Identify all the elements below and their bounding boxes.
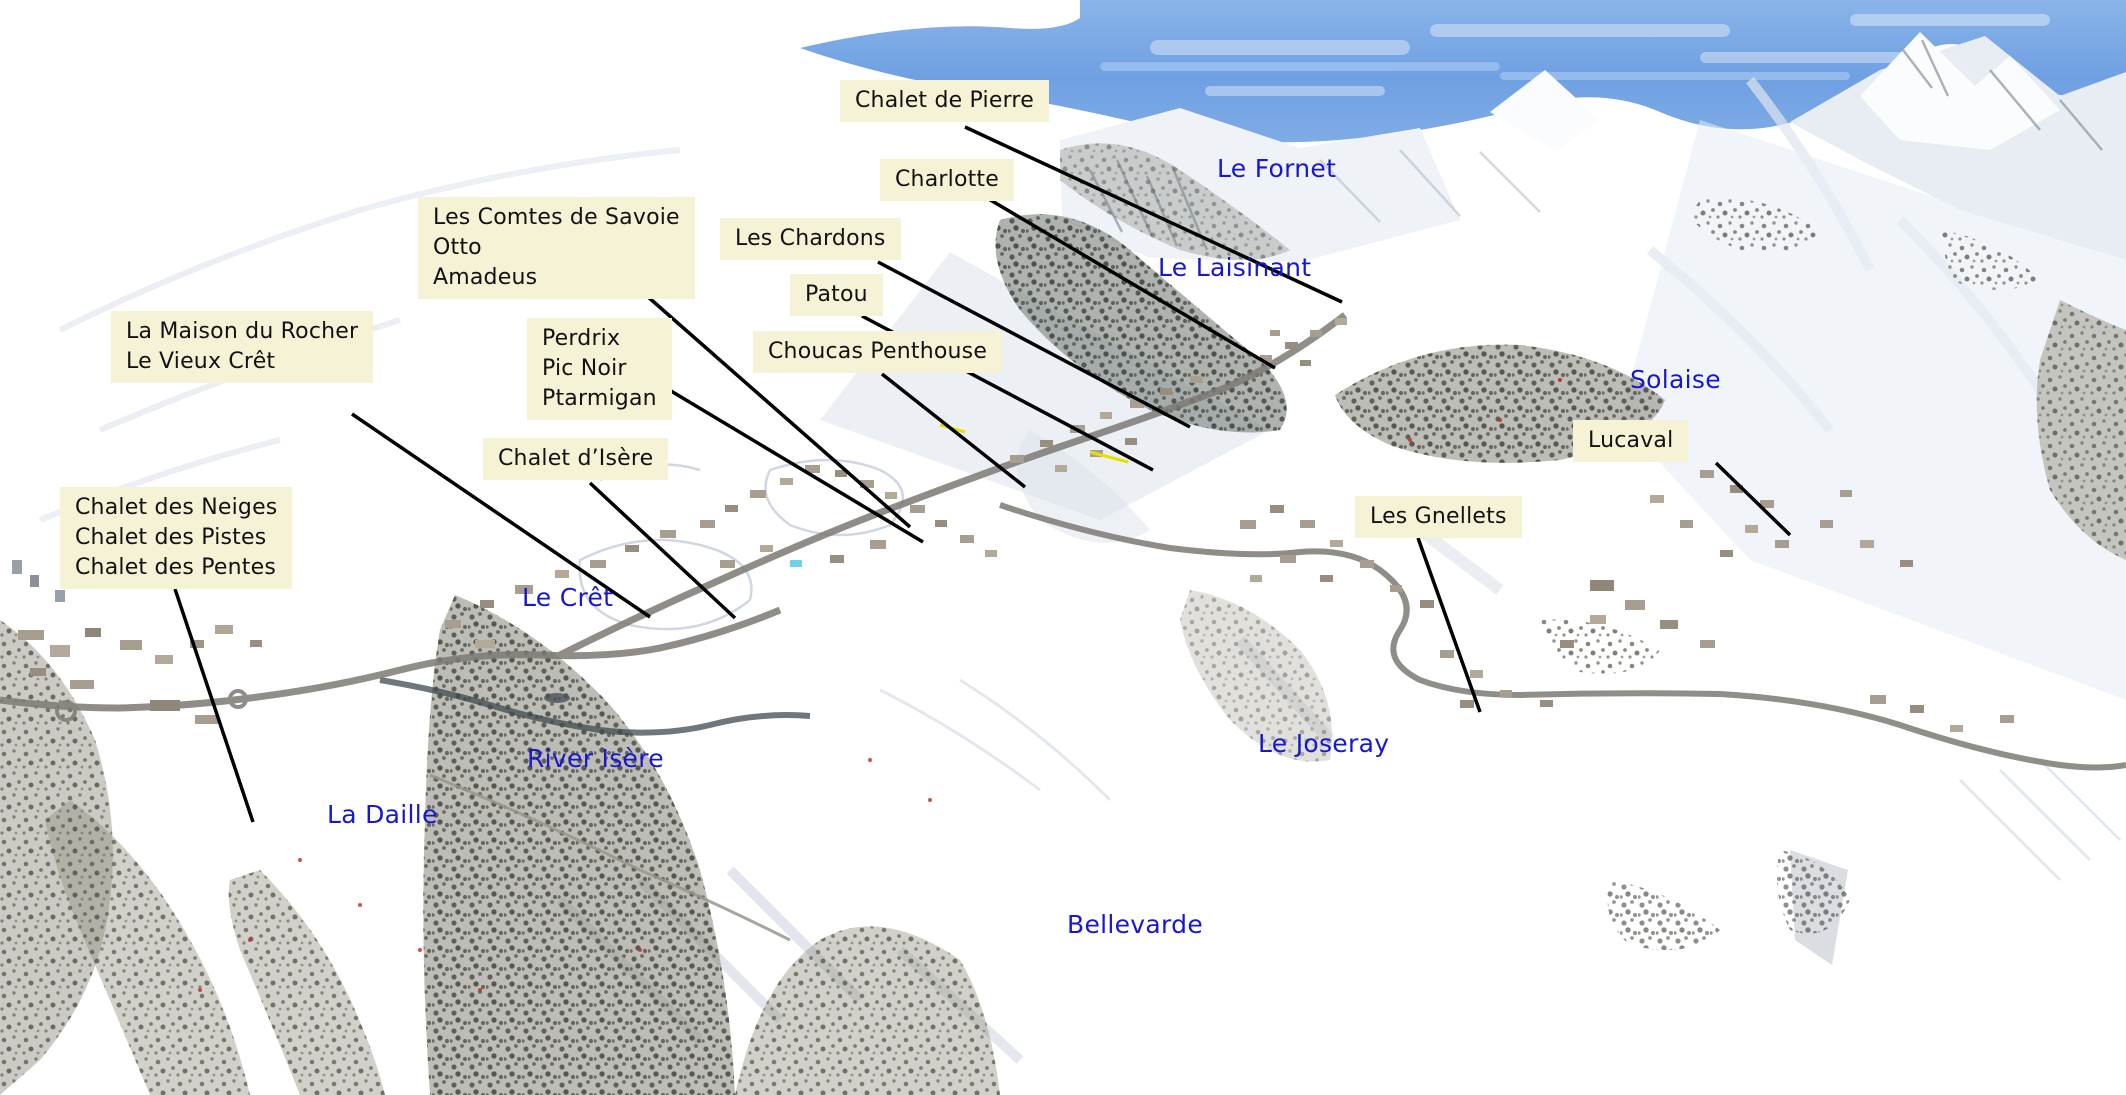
buildings-village-center [700,465,997,568]
place-label-le-joseray: Le Joseray [1258,729,1390,758]
roads [0,312,2126,942]
buildings-joseray [1240,505,1512,708]
forest-fornet-upper [1060,143,1290,260]
lift-track [429,773,791,942]
rock-ridges-light [1319,149,1541,223]
piste-tracks [879,678,2122,882]
forest-patches-right [1540,198,2040,950]
forest-mid-right [1180,590,1332,762]
leader-line-chalet-d-isere [588,481,737,620]
roundabout [228,689,248,709]
skier-dots [198,378,1562,992]
leader-line-perdrix [665,386,924,544]
buildings-laisinant [1260,318,1347,366]
forest-center-bottom [735,926,1000,1095]
property-label-choucas-penthouse: Choucas Penthouse [753,331,1003,373]
place-label-bellevarde: Bellevarde [1067,910,1204,939]
forest-diagonal-2 [228,870,385,1095]
leader-line-les-gnellets [1416,537,1482,713]
leader-line-chalet-des-neiges [173,588,255,823]
river-isere-water [379,677,811,736]
forest-right-band [2036,300,2126,560]
property-label-chalet-des-neiges: Chalet des Neiges Chalet des Pistes Chal… [60,487,293,589]
valley-road [0,606,782,712]
buildings-lower-right [1500,690,2014,732]
sky [800,0,2126,143]
pond [544,693,570,703]
cloud-streaks [1150,14,2050,96]
property-label-la-maison-du-rocher: La Maison du Rocher Le Vieux Crêt [111,311,374,383]
property-label-lucaval: Lucaval [1573,420,1689,462]
property-label-perdrix: Perdrix Pic Noir Ptarmigan [527,318,672,420]
property-label-les-comtes-de-savoie: Les Comtes de Savoie Otto Amadeus [418,197,695,299]
sky-streaks [1100,62,1850,80]
leader-line-lucaval [1714,461,1792,537]
leader-line-charlotte [986,196,1276,370]
property-label-les-gnellets: Les Gnellets [1355,496,1522,538]
leader-line-les-chardons [877,260,1191,429]
property-label-les-chardons: Les Chardons [720,218,901,260]
leader-line-les-comtes-de-savoie [645,294,912,529]
buildings-solaise [1560,470,1913,648]
buildings-valley [445,530,676,648]
leader-line-la-maison-du-rocher [351,412,651,619]
property-label-patou: Patou [790,274,883,316]
roundabout [55,700,77,722]
place-label-le-fornet: Le Fornet [1217,154,1337,183]
property-label-chalet-d-isere: Chalet d’Isère [483,438,669,480]
leader-line-choucas-penthouse [880,372,1027,489]
buildings [12,318,2014,732]
place-label-le-laisinant: Le Laisinant [1158,253,1312,282]
forest-diagonal-1 [45,800,250,1095]
place-label-river-isere: River Isère [527,744,664,773]
place-label-solaise: Solaise [1630,365,1721,394]
property-label-chalet-de-pierre: Chalet de Pierre [840,80,1049,122]
place-label-la-daille: La Daille [327,800,438,829]
pool [790,560,802,567]
leader-line-chalet-de-pierre [964,125,1343,304]
joseray-road [999,502,2126,771]
forest-center-wedge [423,595,735,1095]
place-label-le-cret: Le Crêt [522,583,614,612]
forest-fornet-valley [995,214,1287,433]
property-label-charlotte: Charlotte [880,159,1014,201]
buildings-la-daille [12,560,262,724]
village-road [558,312,1348,659]
